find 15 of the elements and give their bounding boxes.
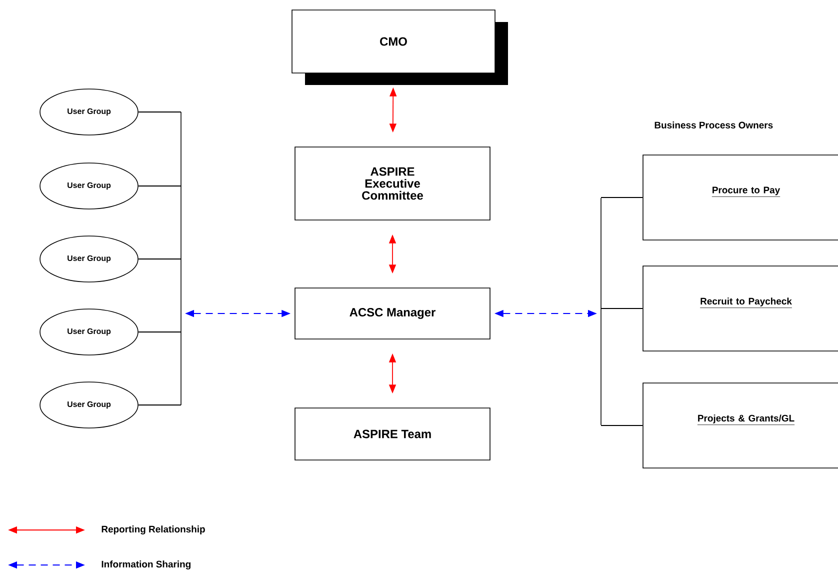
legend-label: Information Sharing — [102, 560, 190, 570]
legend-label: Reporting Relationship — [102, 526, 205, 534]
group-heading: Business Process Owners — [654, 122, 773, 128]
role-box: CMO — [292, 10, 508, 85]
connector-line — [600, 197, 644, 198]
connector-line — [138, 404, 182, 406]
connector-line — [600, 308, 644, 309]
process-box: Recruit to Paycheck — [642, 266, 838, 352]
role-box: ASPIRE Executive Committee — [294, 146, 490, 220]
connector-line — [138, 258, 182, 260]
role-box: ASPIRE Team — [294, 408, 490, 460]
role-box: ACSC Manager — [294, 288, 490, 340]
connector-line — [600, 425, 644, 426]
process-box: Procure to Pay — [642, 154, 838, 240]
process-box: Projects & Grants/GL — [642, 382, 838, 468]
